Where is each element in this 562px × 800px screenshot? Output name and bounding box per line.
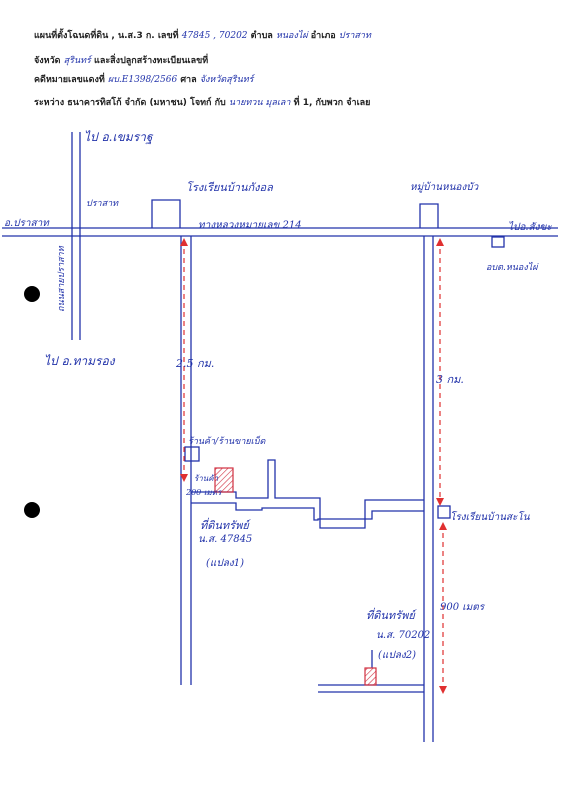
label-parcel1-number: น.ส. 47845 xyxy=(198,534,253,545)
label-parcel2-tag: (แปลง2) xyxy=(378,650,416,661)
label-shop: ร้านค้า/ร้านขายเบ็ด xyxy=(188,437,266,447)
shop-building xyxy=(184,446,200,462)
label-parcel1-tag: (แปลง1) xyxy=(206,558,244,569)
header-line-3: คดีหมายเลขแดงที่ ผบ.E1398/2566 ศาล จังหว… xyxy=(34,72,254,86)
arrow-bottom-bottom xyxy=(439,686,447,694)
arrow-left-bottom xyxy=(180,474,188,482)
header-prefix: แผนที่ตั้งโฉนดที่ดิน , น.ส.3 ก. เลขที่ xyxy=(34,31,179,41)
label-parcel2-number: น.ส. 70202 xyxy=(376,630,431,641)
label-junction: ปราสาท xyxy=(86,199,119,209)
court-label: ศาล xyxy=(180,75,197,85)
label-parcel2-title: ที่ดินทรัพย์ xyxy=(366,609,415,622)
header-line-1: แผนที่ตั้งโฉนดที่ดิน , น.ส.3 ก. เลขที่ 4… xyxy=(34,28,371,42)
parcel-2 xyxy=(364,667,377,686)
district-label: อำเภอ xyxy=(310,31,336,41)
label-right-town: ไปอ.สังขะ xyxy=(508,222,552,233)
label-highway: ทางหลวงหมายเลข 214 xyxy=(198,220,302,231)
label-office: อบต.หนองไผ่ xyxy=(486,263,538,273)
parcel-1 xyxy=(214,467,234,493)
arrow-left-top xyxy=(180,238,188,246)
school-building xyxy=(151,199,181,228)
connector-road-bottom xyxy=(191,502,424,521)
arrow-bottom-top xyxy=(439,522,447,530)
label-school: โรงเรียนบ้านกังอล xyxy=(186,181,273,194)
province-label: จังหวัด xyxy=(34,56,61,66)
parties-prefix: ระหว่าง ธนาคารทิสโก้ จำกัด (มหาชน) โจทก์… xyxy=(34,98,226,108)
label-to-top: ไป อ.เขมราฐ xyxy=(84,130,153,144)
label-school2: โรงเรียนบ้านสะโน xyxy=(450,512,530,523)
label-distance-left: 2.5 กม. xyxy=(176,357,215,370)
office-building xyxy=(491,236,505,248)
header-line-4: ระหว่าง ธนาคารทิสโก้ จำกัด (มหาชน) โจทก์… xyxy=(34,95,370,109)
label-distance-small: 200 เมตร xyxy=(186,488,222,497)
case-number: ผบ.E1398/2566 xyxy=(107,75,178,85)
header-line-2: จังหวัด สุรินทร์ และสิ่งปลูกสร้างทะเบียน… xyxy=(34,53,208,67)
label-distance-right: 3 กม. xyxy=(436,373,464,386)
parties-suffix: ที่ 1, กับพวก จำเลย xyxy=(293,98,371,108)
village-building xyxy=(419,203,439,228)
label-distance-bottom: 900 เมตร xyxy=(440,602,485,613)
punch-hole-bottom xyxy=(24,502,40,518)
label-shop-note: ร้านค้า xyxy=(194,474,219,483)
case-label: คดีหมายเลขแดงที่ xyxy=(34,75,105,85)
punch-hole-top xyxy=(24,286,40,302)
registration-suffix: และสิ่งปลูกสร้างทะเบียนเลขที่ xyxy=(94,56,209,66)
connector-road-top xyxy=(191,459,424,529)
subdistrict-value: หนองไผ่ xyxy=(275,31,308,41)
province-value: สุรินทร์ xyxy=(63,56,91,66)
label-to-left: ไป อ.ทามรอง xyxy=(44,354,115,368)
arrow-right-top xyxy=(436,238,444,246)
label-side-road: ถนนสายปราสาท xyxy=(57,246,67,312)
label-parcel1-title: ที่ดินทรัพย์ xyxy=(200,519,249,532)
label-left-town: อ.ปราสาท xyxy=(4,218,49,229)
school2-building xyxy=(437,505,451,519)
district-value: ปราสาท xyxy=(338,31,371,41)
arrow-right-bottom xyxy=(436,498,444,506)
court-value: จังหวัดสุรินทร์ xyxy=(199,75,254,85)
subdistrict-label: ตำบล xyxy=(250,31,273,41)
title-deed-numbers: 47845 , 70202 xyxy=(181,31,248,41)
defendant-name: นายทวน มุลเลา xyxy=(228,98,291,108)
label-village: หมู่บ้านหนองบัว xyxy=(410,182,479,193)
